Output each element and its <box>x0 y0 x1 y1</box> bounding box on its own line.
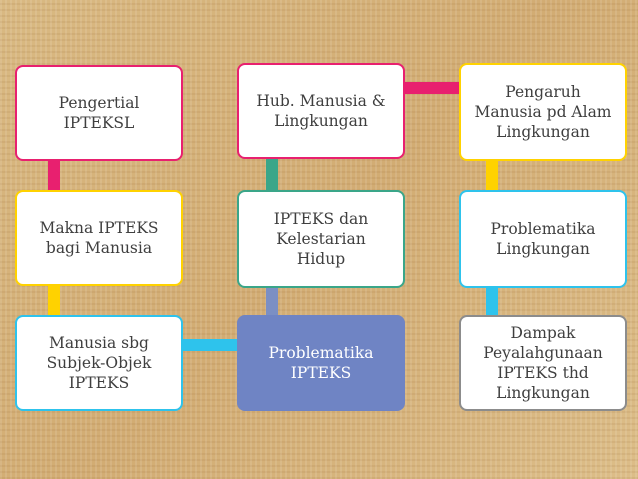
box-problematika-lingkungan: Problematika Lingkungan <box>459 190 627 288</box>
connector-kelestarian-problematika <box>266 288 278 318</box>
box-problematika-lingkungan-label: Problematika Lingkungan <box>490 220 596 258</box>
box-manusia-sbg: Manusia sbg Subjek-Objek IPTEKS <box>15 315 183 411</box>
connector-hub-kelestarian <box>266 157 278 193</box>
box-pengaruh-label: Pengaruh Manusia pd Alam Lingkungan <box>474 83 612 141</box>
box-dampak-label: Dampak Peyalahgunaan IPTEKS thd Lingkung… <box>483 324 603 402</box>
box-pengertian: Pengertial IPTEKSL <box>15 65 183 161</box>
connector-problematika-dampak <box>486 288 498 318</box>
box-manusia-sbg-label: Manusia sbg Subjek-Objek IPTEKS <box>46 334 152 392</box>
connector-makna-manusia <box>48 284 60 318</box>
box-makna-label: Makna IPTEKS bagi Manusia <box>39 219 159 257</box>
box-dampak: Dampak Peyalahgunaan IPTEKS thd Lingkung… <box>459 315 627 411</box>
box-kelestarian-label: IPTEKS dan Kelestarian Hidup <box>273 210 369 268</box>
box-kelestarian: IPTEKS dan Kelestarian Hidup <box>237 190 405 288</box>
connector-pengaruh-problematika <box>486 160 498 192</box>
connector-manusia-problematika <box>180 339 242 351</box>
connector-hub-pengaruh <box>402 82 464 94</box>
box-problematika-ipteks-label: Problematika IPTEKS <box>268 344 374 382</box>
box-pengertian-label: Pengertial IPTEKSL <box>58 94 140 132</box>
box-problematika-ipteks: Problematika IPTEKS <box>237 315 405 411</box>
connector-pengertian-makna <box>48 160 60 192</box>
box-pengaruh: Pengaruh Manusia pd Alam Lingkungan <box>459 63 627 161</box>
box-hub-manusia-label: Hub. Manusia & Lingkungan <box>256 92 386 130</box>
box-makna: Makna IPTEKS bagi Manusia <box>15 190 183 286</box>
box-hub-manusia: Hub. Manusia & Lingkungan <box>237 63 405 159</box>
